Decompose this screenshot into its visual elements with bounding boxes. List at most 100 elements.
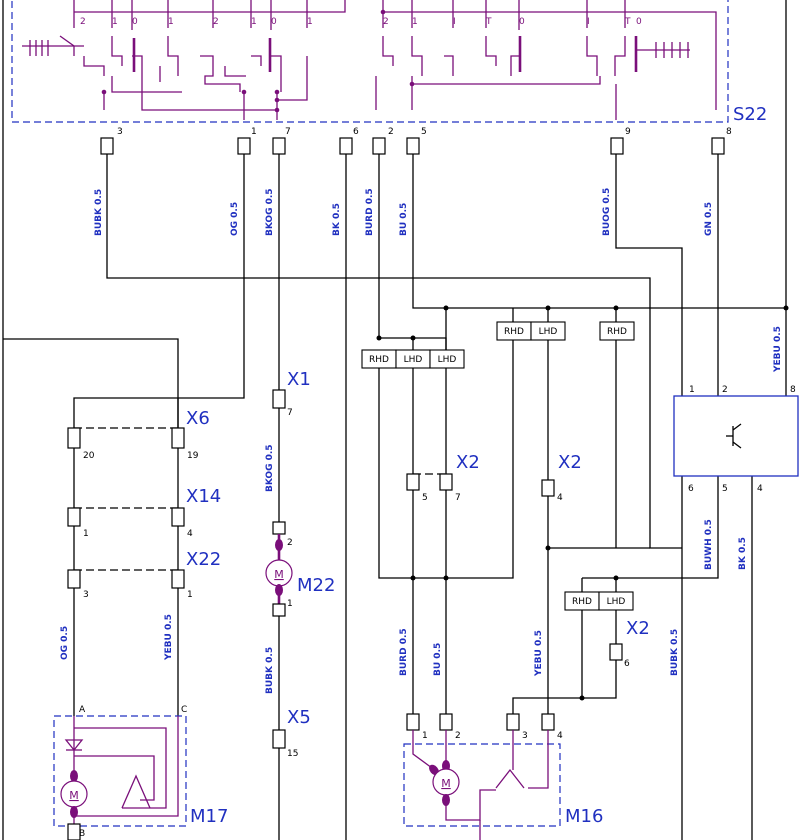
motor-m16: M16 1 2 3 4 M: [403, 713, 603, 840]
svg-text:1: 1: [187, 590, 193, 600]
svg-text:7: 7: [455, 493, 461, 503]
svg-text:LHD: LHD: [539, 327, 558, 337]
svg-text:BUBK 0.5: BUBK 0.5: [265, 647, 275, 694]
svg-text:4: 4: [557, 731, 563, 741]
switch-pin-label: 2: [213, 17, 219, 27]
s22-pin6-connector: [339, 137, 353, 155]
svg-text:BU 0.5: BU 0.5: [399, 203, 409, 236]
svg-text:1: 1: [83, 529, 89, 539]
switch-pin-label: 2: [80, 17, 86, 27]
svg-text:X5: X5: [287, 707, 311, 728]
diode-icon: [64, 739, 84, 752]
s22-pin5-connector: [406, 137, 420, 155]
svg-text:1: 1: [689, 385, 695, 395]
svg-text:5: 5: [722, 484, 728, 494]
svg-text:6: 6: [353, 127, 359, 137]
svg-text:GN 0.5: GN 0.5: [704, 202, 714, 236]
s22-pin2-connector: [372, 137, 386, 155]
svg-text:3: 3: [83, 590, 89, 600]
svg-text:M: M: [274, 568, 284, 581]
switch-pin-label: I: [453, 17, 456, 27]
svg-text:8: 8: [726, 127, 732, 137]
connector-x2-a: X2 5 7: [406, 452, 480, 503]
s22-pin3-connector: [100, 137, 114, 155]
svg-text:M: M: [441, 777, 451, 790]
switch-pin-label: 1: [307, 17, 313, 27]
svg-text:2: 2: [455, 731, 461, 741]
s22-output-pins: 3 1 7 6 2 5 9 8: [117, 127, 732, 137]
connector-x14: X14 1 4: [67, 486, 221, 539]
svg-text:4: 4: [187, 529, 193, 539]
connector-x6: X6 20 19: [67, 408, 210, 461]
svg-text:BK 0.5: BK 0.5: [332, 203, 342, 236]
svg-text:3: 3: [117, 127, 123, 137]
svg-text:YEBU 0.5: YEBU 0.5: [534, 630, 544, 677]
switch-pin-label: 0: [636, 17, 642, 27]
svg-text:X22: X22: [186, 549, 221, 570]
svg-text:X2: X2: [558, 452, 582, 473]
svg-text:C: C: [181, 705, 187, 715]
motor-m22: M 2 1 M22: [265, 521, 335, 617]
transistor-icon: [726, 423, 742, 449]
svg-text:A: A: [79, 705, 86, 715]
svg-text:BUBK 0.5: BUBK 0.5: [670, 629, 680, 676]
switch-pin-label: 0: [132, 17, 138, 27]
connector-x5: X5 15: [272, 707, 311, 759]
svg-text:RHD: RHD: [369, 355, 389, 365]
variant-box-group-a: RHD LHD LHD: [361, 349, 465, 369]
svg-text:X2: X2: [626, 618, 650, 639]
svg-text:5: 5: [421, 127, 427, 137]
ground-icon-right: [655, 42, 689, 58]
svg-text:M17: M17: [190, 806, 228, 827]
switch-pin-label: 2: [383, 17, 389, 27]
motor-m17: M17 A C B M: [53, 705, 228, 840]
svg-text:7: 7: [287, 408, 293, 418]
svg-text:15: 15: [287, 749, 298, 759]
ground-icon-left: [22, 40, 60, 56]
switch-pin-label: 1: [168, 17, 174, 27]
svg-text:BK 0.5: BK 0.5: [738, 537, 748, 570]
svg-text:BKOG 0.5: BKOG 0.5: [265, 188, 275, 236]
svg-text:8: 8: [790, 385, 796, 395]
svg-text:X6: X6: [186, 408, 210, 429]
svg-text:RHD: RHD: [607, 327, 627, 337]
svg-text:M22: M22: [297, 575, 335, 596]
svg-text:2: 2: [722, 385, 728, 395]
svg-text:2: 2: [287, 538, 293, 548]
connector-x2-b: X2 4: [541, 452, 582, 503]
svg-text:1: 1: [422, 731, 428, 741]
s22-label: S22: [733, 104, 767, 125]
svg-text:BURD 0.5: BURD 0.5: [365, 188, 375, 236]
svg-text:5: 5: [422, 493, 428, 503]
svg-text:YEBU 0.5: YEBU 0.5: [164, 614, 174, 661]
svg-text:4: 4: [557, 493, 563, 503]
svg-text:BUBK 0.5: BUBK 0.5: [94, 189, 104, 236]
switch-pin-label: I: [587, 17, 590, 27]
svg-text:M: M: [69, 789, 79, 802]
svg-text:B: B: [79, 829, 85, 839]
s22-pin7-connector: [272, 137, 286, 155]
variant-box-group-b: RHD LHD RHD: [496, 321, 635, 341]
svg-text:OG 0.5: OG 0.5: [230, 202, 240, 236]
svg-text:LHD: LHD: [607, 597, 626, 607]
svg-text:BKOG 0.5: BKOG 0.5: [265, 444, 275, 492]
svg-text:6: 6: [688, 484, 694, 494]
svg-text:X14: X14: [186, 486, 221, 507]
connector-x2-c: X2 6: [609, 618, 650, 669]
svg-text:M16: M16: [565, 806, 603, 827]
variant-box-group-c: RHD LHD: [564, 591, 634, 611]
switch-pin-label: 1: [251, 17, 257, 27]
s22-switch-block: S22: [11, 0, 767, 125]
svg-text:1: 1: [251, 127, 257, 137]
switch-pin-label: 0: [519, 17, 525, 27]
svg-text:6: 6: [624, 659, 630, 669]
svg-text:19: 19: [187, 451, 199, 461]
svg-text:X2: X2: [456, 452, 480, 473]
svg-text:RHD: RHD: [504, 327, 524, 337]
connector-x22: X22 3 1: [67, 549, 221, 600]
s22-pin1-connector: [237, 137, 251, 155]
switch-pin-label: T: [624, 17, 631, 27]
switch-pin-label: T: [485, 17, 492, 27]
